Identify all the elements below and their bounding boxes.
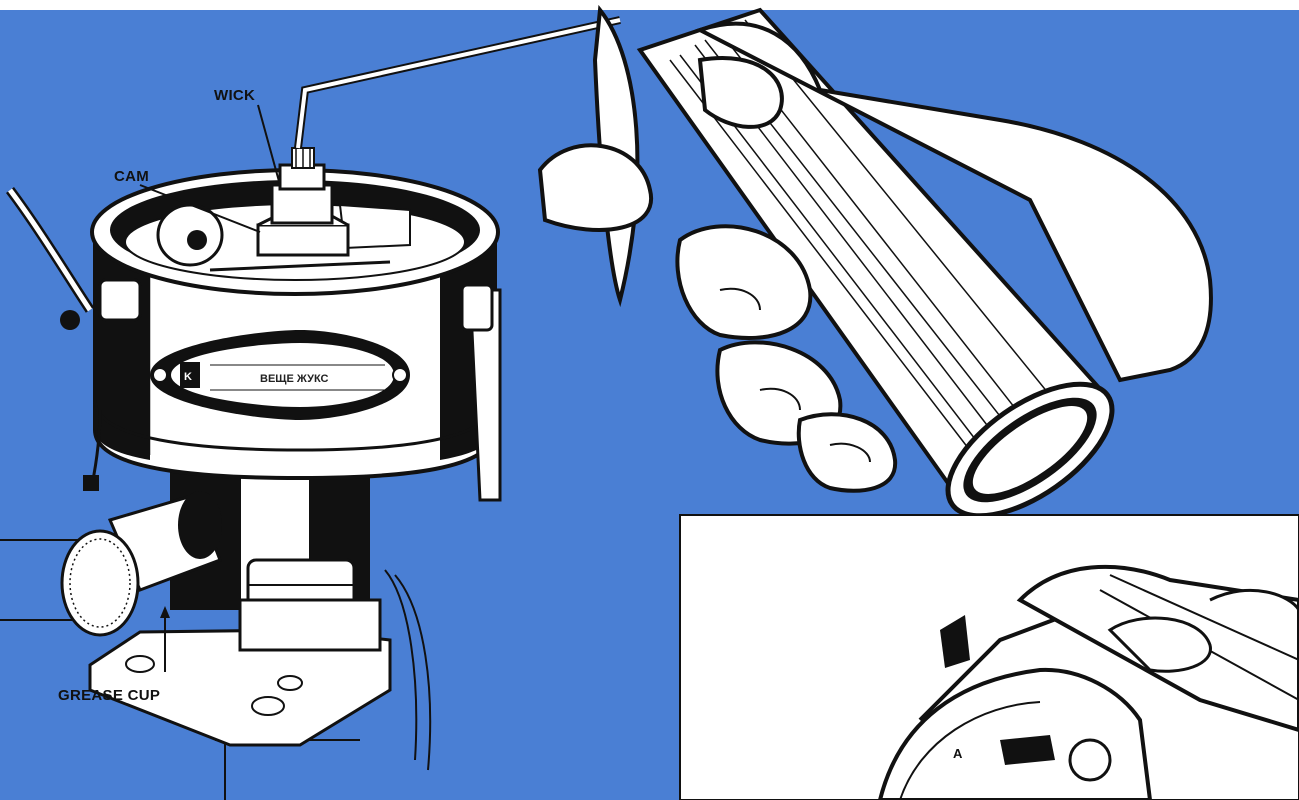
cam-label: CAM: [114, 168, 149, 185]
nameplate-text: ВЕЩЕ ЖУКС: [260, 373, 329, 385]
inset-letter: A: [953, 746, 963, 761]
grease-cup-label: GREASE CUP: [58, 687, 160, 704]
nameplate-badge: K: [184, 371, 192, 383]
inset-panel: A: [680, 515, 1299, 800]
wick-label: WICK: [214, 87, 255, 104]
